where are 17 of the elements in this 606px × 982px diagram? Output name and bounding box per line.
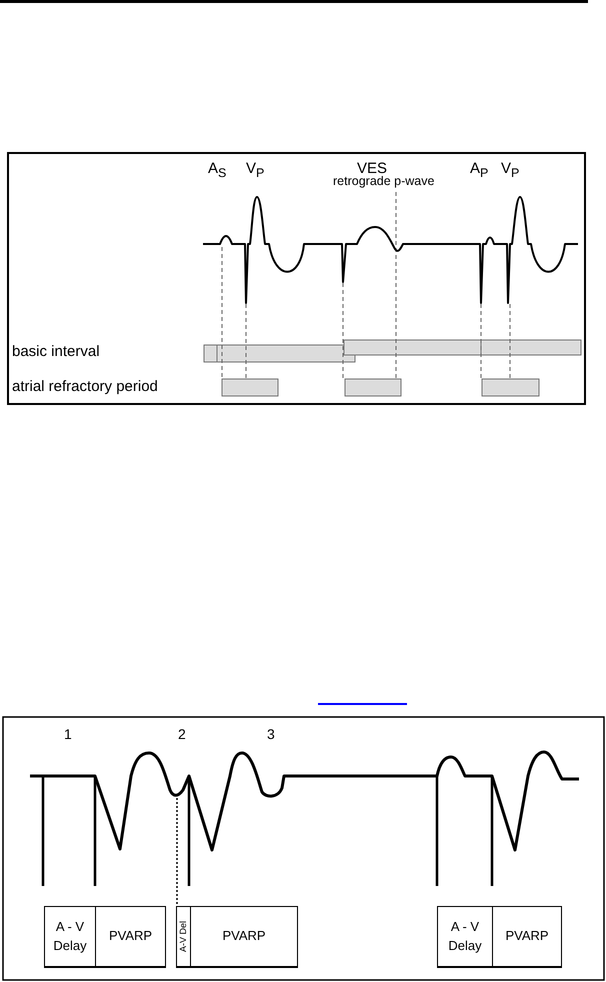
interval-box: PVARP: [190, 906, 298, 968]
beat-number: 3: [267, 727, 275, 742]
row-label: basic interval: [12, 344, 100, 360]
wave-label: V$_{P}$: [501, 161, 520, 181]
interval-box: PVARP: [492, 906, 562, 968]
interval-box: PVARP: [95, 906, 166, 968]
beat-number: 2: [178, 727, 186, 742]
wave-label: A$_{S}$: [208, 161, 226, 181]
beat-number: 1: [64, 727, 72, 742]
wave-label: VES: [357, 161, 388, 177]
wave-label: V$_{P}$: [246, 161, 264, 181]
interval-box: A - V Delay: [437, 906, 493, 968]
interval-box: A - V Delay: [44, 906, 96, 968]
wave-label: A$_{P}$: [470, 161, 488, 181]
annotation-label: retrograde p-wave: [333, 175, 434, 189]
interval-box: A-V Del: [176, 906, 191, 968]
row-label: atrial refractory period: [12, 379, 158, 396]
